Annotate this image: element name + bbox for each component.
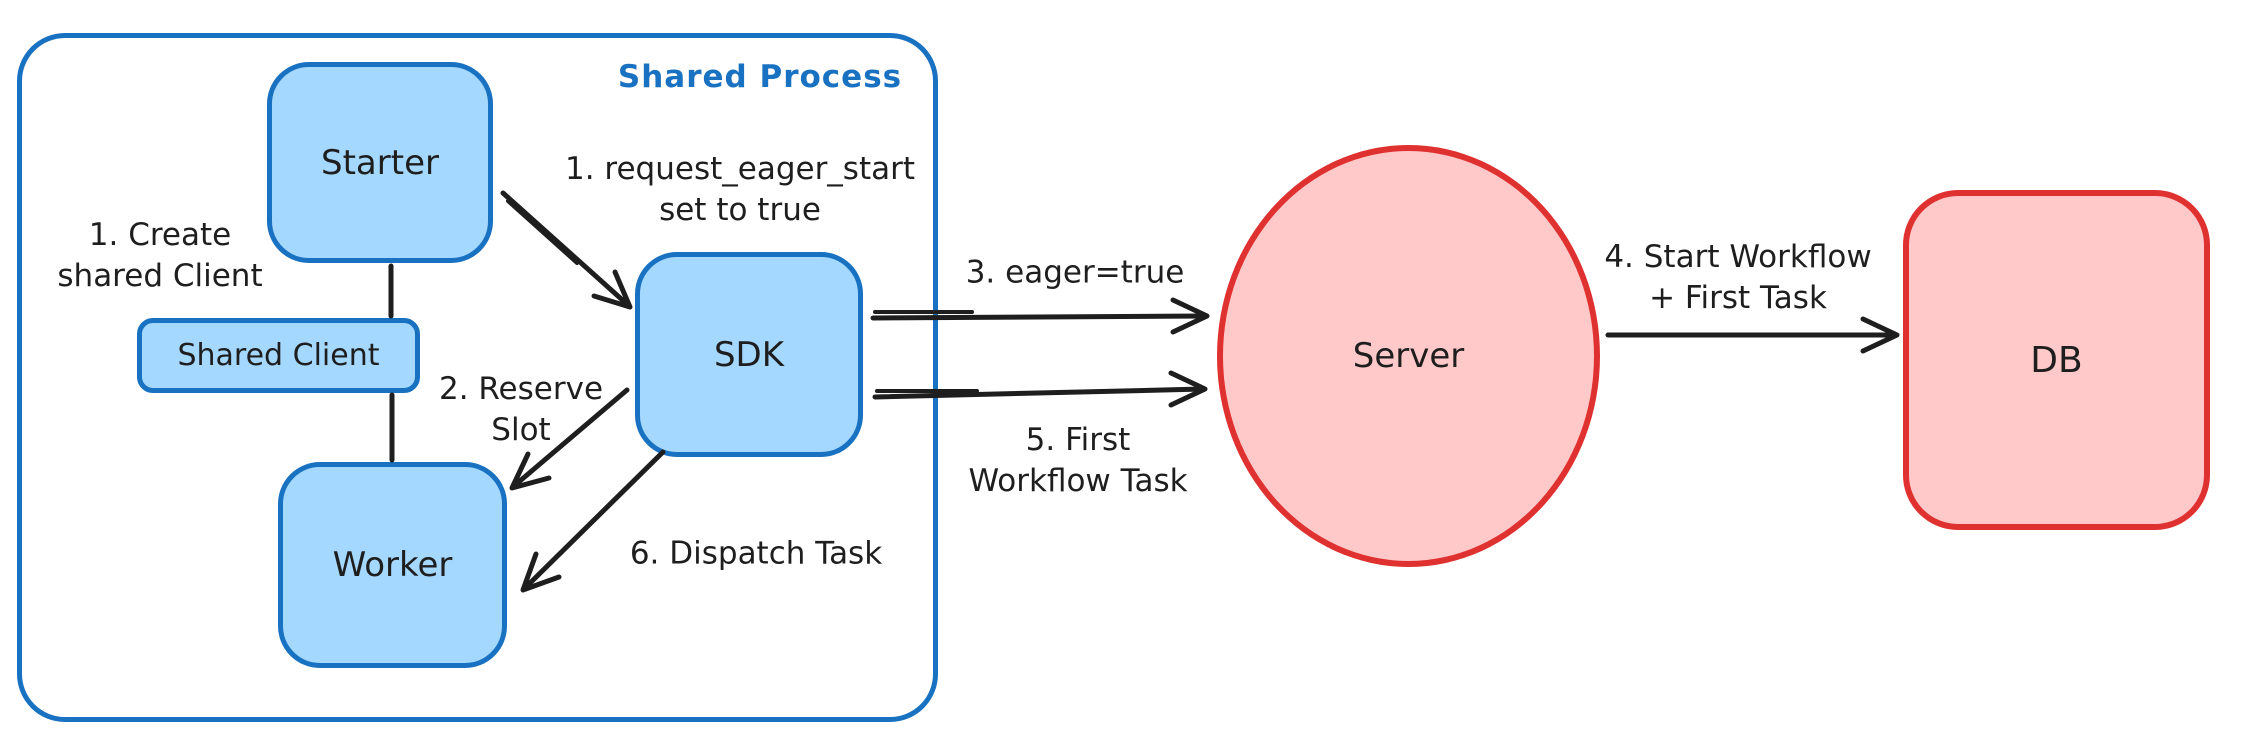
db-label: DB: [2030, 339, 2083, 381]
worker-label: Worker: [332, 545, 453, 585]
annotation-first-workflow-task: 5. First Workflow Task: [968, 422, 1188, 499]
annotation-reserve-slot: 2. Reserve Slot: [438, 371, 604, 448]
shared-process-label: Shared Process: [617, 59, 903, 95]
sdk-label: SDK: [713, 334, 785, 375]
server-label: Server: [1352, 336, 1465, 376]
arrow-server-to-db: [1605, 316, 1900, 354]
shared-process-container: [17, 33, 938, 722]
annotation-eager-true: 3. eager=true: [965, 254, 1185, 291]
db-node: DB: [1903, 190, 2210, 530]
shared-client-node: Shared Client: [137, 318, 420, 393]
annotation-start-workflow-first-task: 4. Start Workflow + First Task: [1604, 239, 1872, 316]
worker-node: Worker: [278, 462, 507, 668]
annotation-create-shared-client: 1. Create shared Client: [57, 217, 263, 294]
annotation-request-eager-start: 1. request_eager_start set to true: [564, 151, 916, 228]
annotation-dispatch-task: 6. Dispatch Task: [629, 535, 883, 572]
server-node: Server: [1217, 145, 1600, 567]
starter-node: Starter: [267, 62, 493, 263]
sdk-node: SDK: [635, 252, 863, 457]
shared-client-label: Shared Client: [177, 338, 380, 373]
starter-label: Starter: [321, 142, 439, 183]
